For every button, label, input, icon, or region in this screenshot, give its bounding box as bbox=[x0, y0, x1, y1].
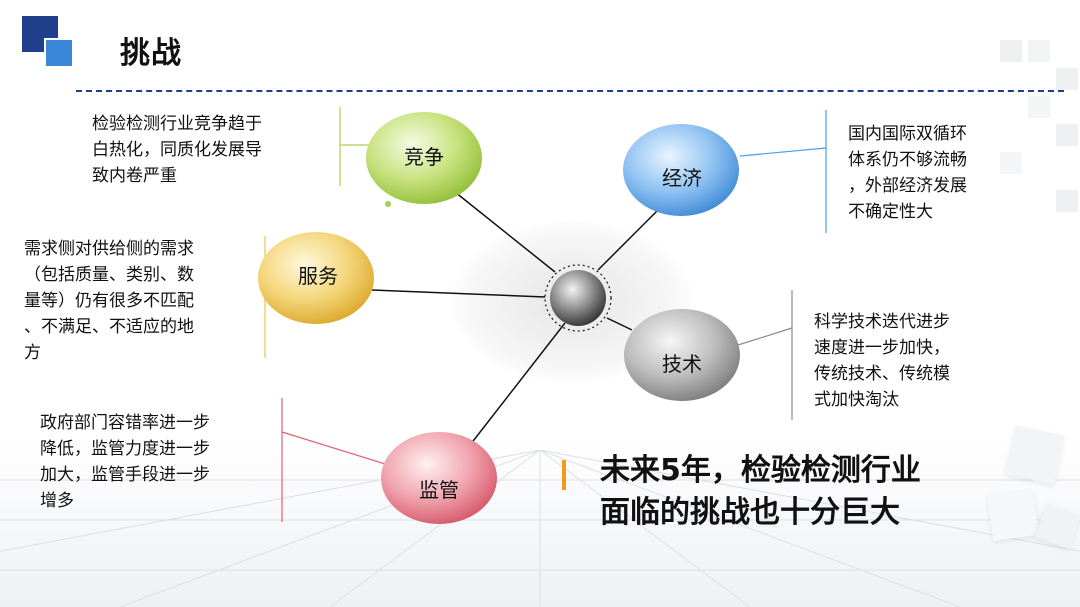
spoke-economy bbox=[597, 207, 661, 271]
spoke-regulation bbox=[469, 322, 566, 446]
node-label-technology: 技术 bbox=[662, 352, 702, 376]
desc-service: 需求侧对供给侧的需求 （包括质量、类别、数 量等）仍有很多不匹配 、不满足、不适… bbox=[24, 239, 194, 363]
desc-economy: 国内国际双循环 体系仍不够流畅 ，外部经济发展 不确定性大 bbox=[848, 124, 967, 222]
conclusion-marker bbox=[562, 460, 566, 490]
deco-squares bbox=[1000, 40, 1080, 220]
title-divider bbox=[76, 90, 1064, 92]
hub-ring bbox=[544, 264, 612, 332]
bubble-regulation bbox=[381, 432, 497, 524]
desc-competition: 检验检测行业竞争趋于 白热化，同质化发展导 致内卷严重 bbox=[92, 114, 262, 186]
logo-square-light bbox=[44, 38, 74, 68]
conclusion-text: 未来5年，检验检测行业 面临的挑战也十分巨大 bbox=[600, 453, 921, 530]
bubble-service bbox=[258, 232, 374, 324]
bubble-economy bbox=[623, 124, 739, 216]
spoke-service bbox=[371, 289, 546, 298]
spoke-technology bbox=[606, 317, 633, 331]
node-label-competition: 竞争 bbox=[404, 145, 444, 169]
bubble-technology bbox=[624, 309, 740, 401]
spoke-competition bbox=[454, 191, 556, 273]
bubble-competition bbox=[366, 112, 482, 204]
hub-sphere bbox=[550, 270, 606, 326]
node-label-economy: 经济 bbox=[662, 166, 702, 190]
desc-regulation: 政府部门容错率进一步 降低，监管力度进一步 加大，监管手段进一步 增多 bbox=[40, 413, 210, 511]
page-title: 挑战 bbox=[120, 36, 182, 71]
desc-technology: 科学技术迭代进步 速度进一步加快， 传统技术、传统模 式加快淘汰 bbox=[814, 312, 950, 410]
node-label-regulation: 监管 bbox=[419, 478, 459, 502]
node-label-service: 服务 bbox=[298, 264, 338, 288]
